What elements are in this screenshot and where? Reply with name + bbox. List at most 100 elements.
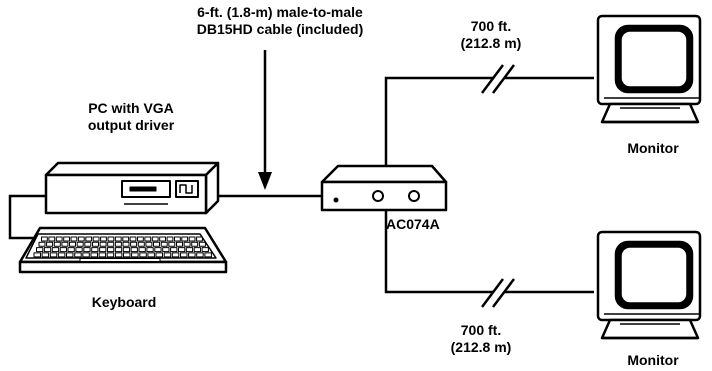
keyboard-key [60,248,66,252]
keyboard-key [171,248,177,252]
keyboard-key [131,248,137,252]
cable-label-line1: 6-ft. (1.8-m) male-to-male [170,4,390,21]
keyboard-key [108,237,114,241]
keyboard-key [189,237,195,241]
keyboard-key [67,253,74,257]
keyboard-key [52,248,58,252]
keyboard-key [92,248,98,252]
keyboard-key [100,248,106,252]
keyboard-key [197,237,203,241]
keyboard-key [58,253,65,257]
keyboard-key [56,237,62,241]
keyboard-key [42,253,49,257]
cable-pointer-arrow [258,50,272,190]
keyboard-icon [20,228,226,272]
keyboard-key [115,237,121,241]
keyboard-key [132,253,139,257]
keyboard-key [145,237,151,241]
keyboard-key [131,242,137,246]
keyboard-key [42,237,48,241]
keyboard-key [91,253,98,257]
pc-label-line2: output driver [56,117,206,134]
keyboard-key [164,253,171,257]
keyboard-key [179,248,185,252]
distance-bottom-line2: (212.8 m) [426,339,536,356]
keyboard-key [108,248,114,252]
keyboard-key [101,237,107,241]
keyboard-key [93,237,99,241]
monitor-top-label: Monitor [608,140,698,157]
pc-icon [46,163,218,213]
pc-label-line1: PC with VGA [56,100,206,117]
keyboard-key [100,242,106,246]
monitor-bottom-icon [598,232,700,338]
keyboard-key [115,248,121,252]
keyboard-key [77,242,83,246]
keyboard-key [175,237,181,241]
keyboard-key [154,242,160,246]
keyboard-key [49,237,55,241]
distance-top-label: 700 ft. (212.8 m) [436,18,546,52]
keyboard-key [140,253,147,257]
keyboard-key [182,237,188,241]
keyboard-spacebar [80,259,160,262]
keyboard-key [163,248,169,252]
keyboard-key [50,253,57,257]
keyboard-key [37,248,43,252]
keyboard-key [86,237,92,241]
keyboard-label: Keyboard [74,294,174,311]
keyboard-key [192,242,198,246]
keyboard-key [123,237,129,241]
keyboard-key [130,237,136,241]
keyboard-key [76,248,82,252]
monitor-bottom-label: Monitor [608,352,698,369]
keyboard-key [138,237,144,241]
keyboard-key [181,253,188,257]
keyboard-key [99,253,106,257]
keyboard-key [64,237,70,241]
keyboard-key [161,242,167,246]
keyboard-key [186,248,192,252]
distance-bottom-line1: 700 ft. [426,322,536,339]
keyboard-key [68,248,74,252]
keyboard-key [47,242,53,246]
keyboard-key [124,253,131,257]
keyboard-key [199,242,205,246]
keyboard-key [107,253,114,257]
keyboard-key [152,237,158,241]
keyboard-key [83,253,90,257]
keyboard-key [197,253,204,257]
keyboard-key [167,237,173,241]
keyboard-key [70,242,76,246]
keyboard-key [194,248,200,252]
device-label: AC074A [386,216,440,233]
keyboard-key [39,242,45,246]
keyboard-key [205,253,212,257]
keyboard-key [177,242,183,246]
keyboard-key [78,237,84,241]
keyboard-key [85,242,91,246]
keyboard-key [34,253,41,257]
keyboard-key [189,253,196,257]
keyboard-key [84,248,90,252]
keyboard-key [93,242,99,246]
keyboard-key [62,242,68,246]
keyboard-key [115,253,122,257]
keyboard-key [155,248,161,252]
distance-top-line1: 700 ft. [436,18,546,35]
keyboard-key [169,242,175,246]
keyboard-key [54,242,60,246]
keyboard-key [123,248,129,252]
keyboard-key [160,237,166,241]
keyboard-key [138,242,144,246]
ac074a-device-icon [322,166,446,210]
keyboard-key [108,242,114,246]
distance-top-line2: (212.8 m) [436,35,546,52]
keyboard-key [139,248,145,252]
pc-label: PC with VGA output driver [56,100,206,134]
keyboard-key [156,253,163,257]
cable-label: 6-ft. (1.8-m) male-to-male DB15HD cable … [170,4,390,38]
keyboard-key [71,237,77,241]
keyboard-key [115,242,121,246]
